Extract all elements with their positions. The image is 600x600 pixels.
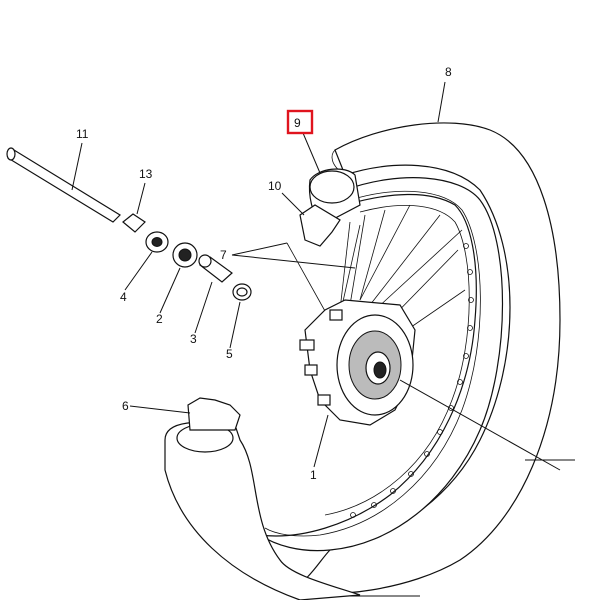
label-6[interactable]: 6 — [122, 399, 129, 413]
label-3[interactable]: 3 — [190, 332, 197, 346]
spacer-3[interactable] — [198, 254, 233, 283]
label-9[interactable]: 9 — [294, 116, 301, 130]
hub[interactable] — [299, 299, 416, 426]
label-11[interactable]: 11 — [76, 127, 89, 141]
valve-10[interactable] — [299, 204, 341, 247]
rim-band-6[interactable] — [164, 397, 361, 600]
label-7[interactable]: 7 — [220, 248, 227, 262]
label-1[interactable]: 1 — [310, 468, 317, 482]
rim-holes — [350, 243, 474, 518]
label-10[interactable]: 10 — [268, 179, 282, 193]
bearing-2[interactable] — [172, 242, 198, 268]
leader-lines — [71, 81, 575, 597]
label-2[interactable]: 2 — [156, 312, 163, 326]
label-5[interactable]: 5 — [226, 347, 233, 361]
bearing-4[interactable] — [145, 231, 169, 253]
oil-seal-5[interactable] — [232, 283, 252, 301]
collar-13[interactable] — [122, 213, 146, 233]
highlight-box — [286, 109, 314, 135]
label-13[interactable]: 13 — [139, 167, 153, 181]
axle[interactable] — [6, 147, 121, 223]
label-4[interactable]: 4 — [120, 290, 127, 304]
label-8[interactable]: 8 — [445, 65, 452, 79]
